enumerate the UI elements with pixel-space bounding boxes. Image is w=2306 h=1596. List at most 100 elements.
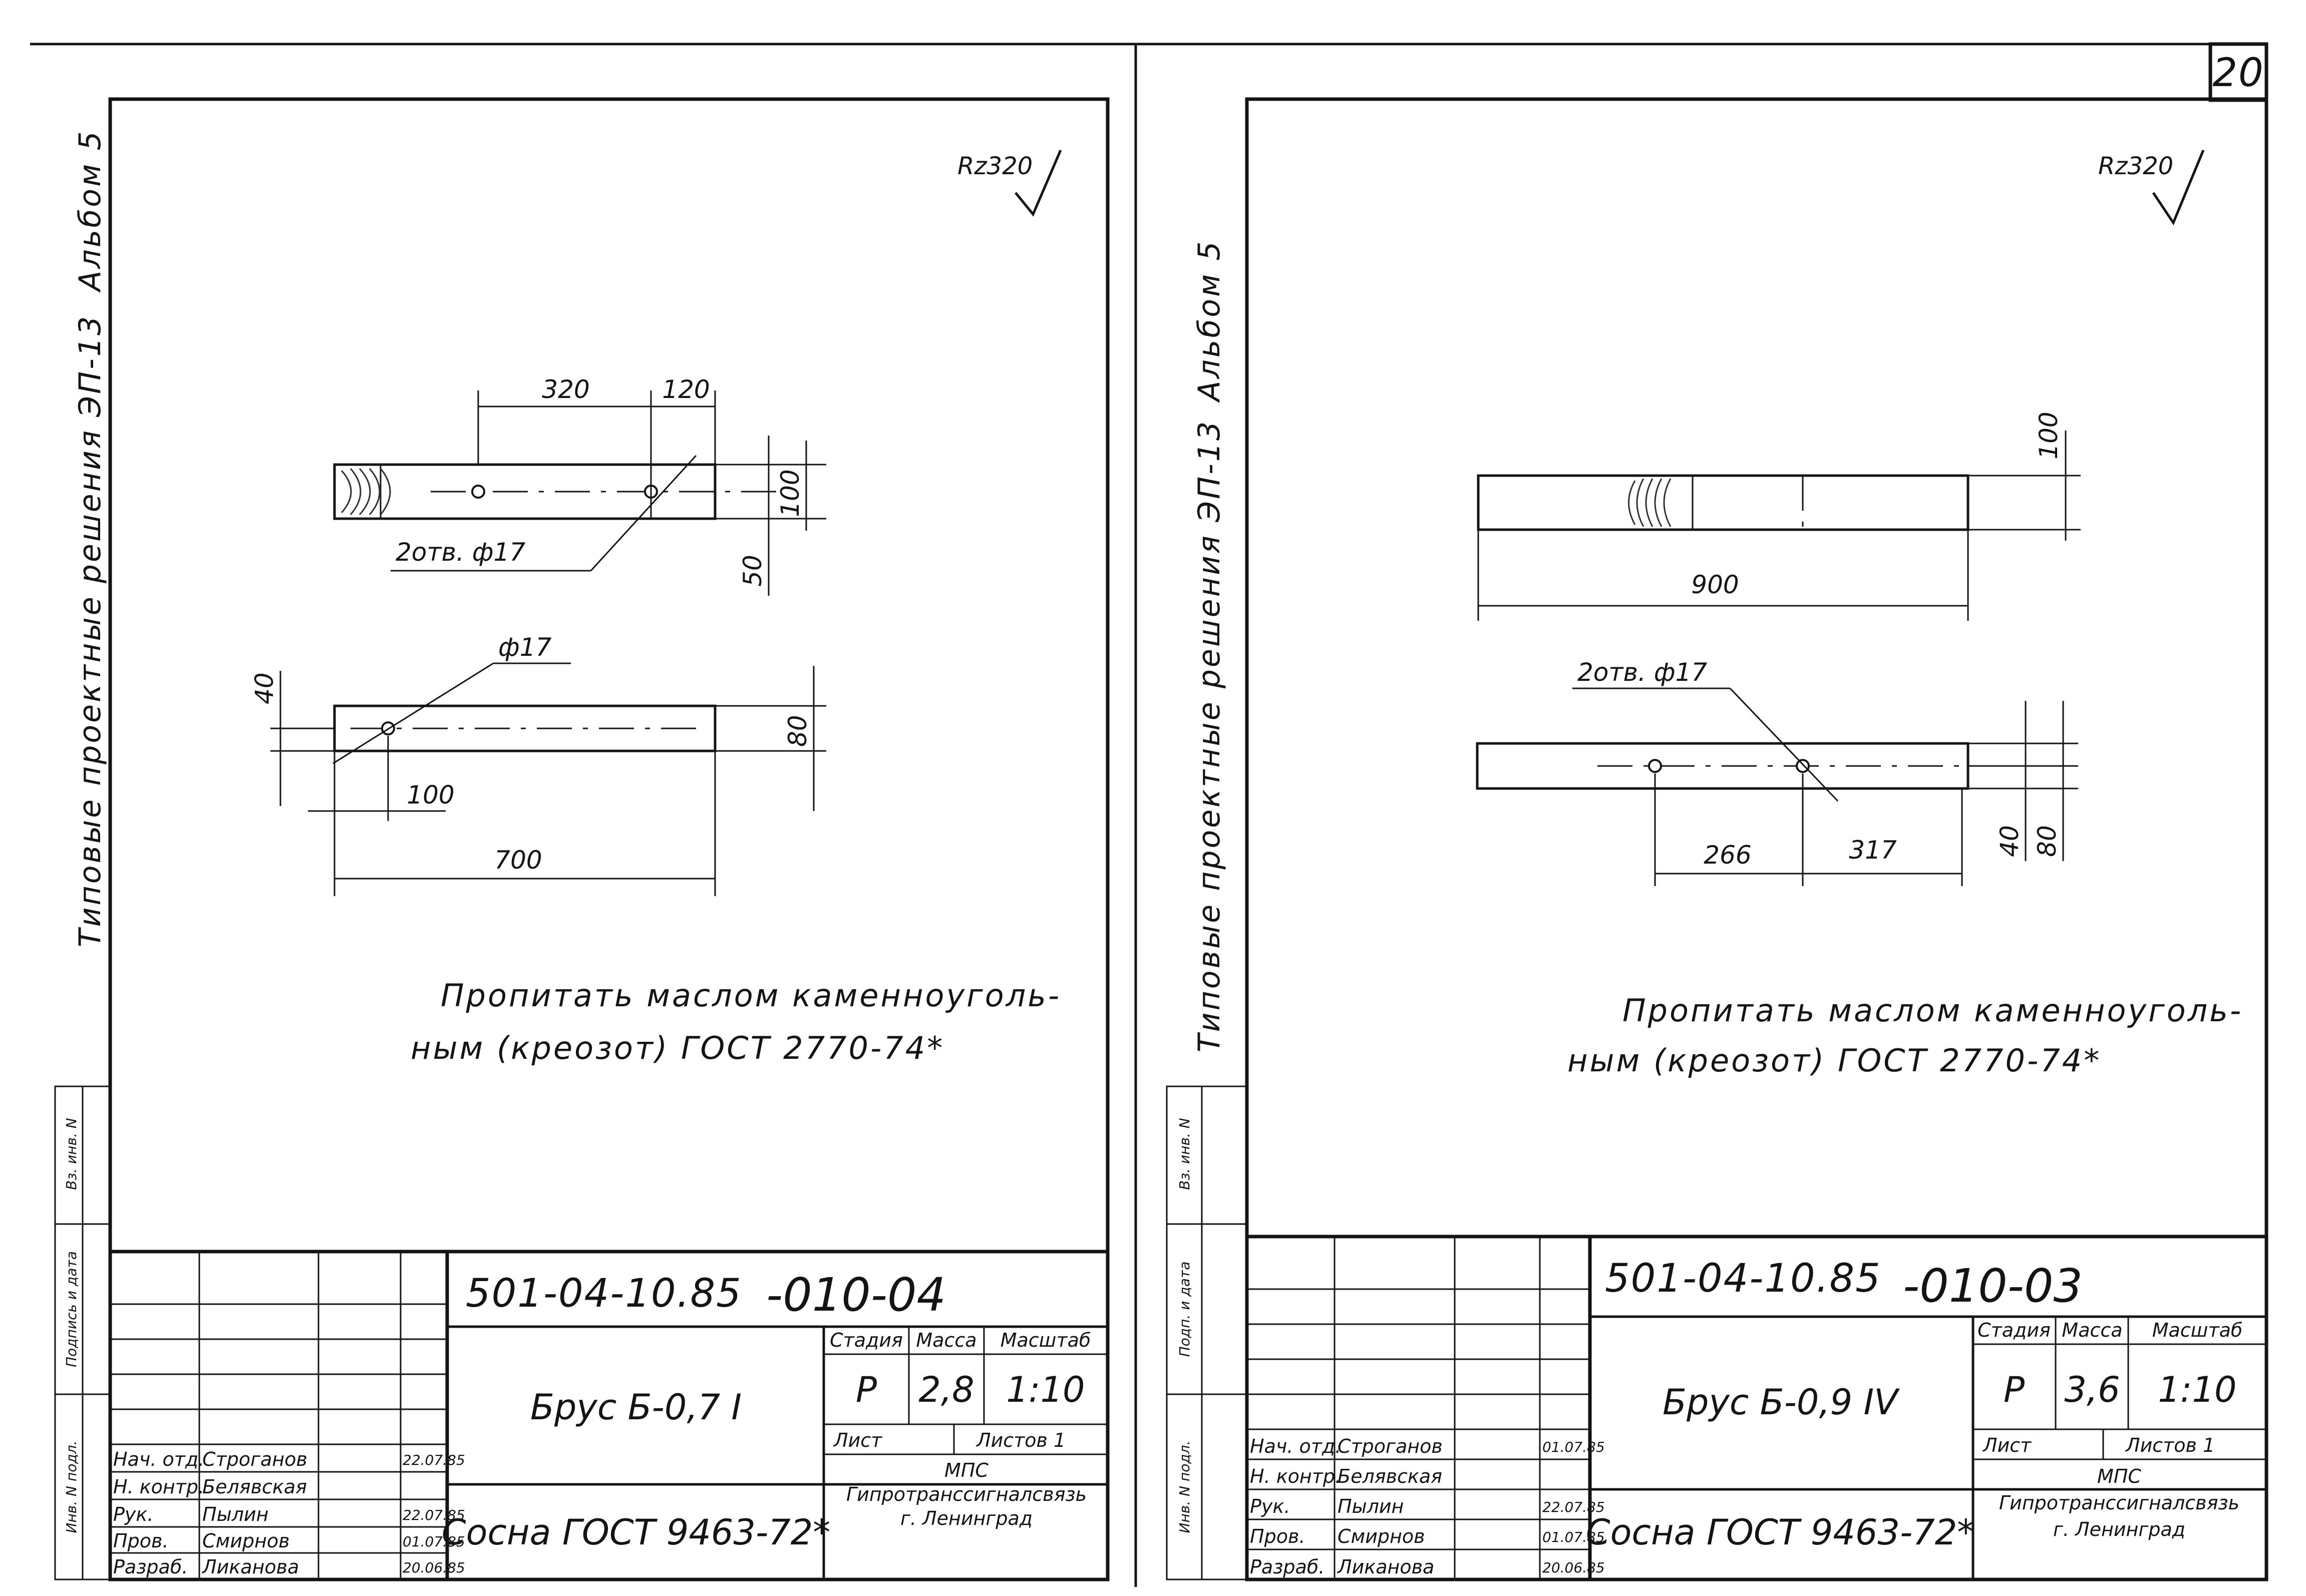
left-org-3: г. Ленинград	[900, 1507, 1033, 1529]
left-frame	[108, 97, 1110, 1581]
left-sheet-label: Лист	[833, 1429, 883, 1451]
left-staff-name-1: Строганов	[202, 1448, 307, 1470]
right-beam-side-view: 2отв. ф17 266 317 40 80	[1476, 658, 2078, 886]
left-dim-phi17: ф17	[498, 633, 552, 662]
left-dim-120: 120	[662, 375, 710, 404]
right-mass: 3,6	[2064, 1369, 2120, 1410]
left-dim-50: 50	[738, 555, 767, 587]
left-dim-100-offset: 100	[407, 780, 454, 810]
left-roughness-label: Rz320	[957, 152, 1033, 180]
right-staff-date-3: 22.07.85	[1542, 1499, 1605, 1515]
right-roughness-mark: Rz320	[2098, 150, 2205, 226]
left-staff-role-2: Н. контр.	[113, 1476, 204, 1498]
left-dim-320: 320	[542, 375, 589, 404]
right-staff-date-4: 01.07.85	[1542, 1529, 1605, 1545]
right-dim-266: 266	[1704, 841, 1751, 870]
right-inv-label-1: Инв. N подл.	[1176, 1441, 1193, 1533]
right-staff-date-1: 01.07.85	[1542, 1439, 1605, 1455]
left-staff-role-4: Пров.	[113, 1530, 168, 1552]
left-staff-date-4: 01.07.85	[403, 1533, 465, 1550]
left-side-series: Типовые проектные решения ЭП-13	[73, 314, 108, 947]
left-dim-100-height: 100	[776, 469, 805, 517]
right-staff-name-3: Пылин	[1338, 1495, 1404, 1517]
left-org-1: МПС	[944, 1459, 989, 1481]
left-sheets-label: Листов 1	[975, 1429, 1066, 1451]
right-doc-code: 501-04-10.85	[1605, 1256, 1881, 1301]
left-beam-side-view: ф17 40 80 100 700	[250, 633, 826, 896]
left-col-stage: Стадия	[830, 1329, 903, 1351]
right-sheets-label: Листов 1	[2125, 1434, 2215, 1456]
left-mass: 2,8	[918, 1369, 974, 1410]
right-col-scale: Масштаб	[2152, 1319, 2243, 1341]
right-staff-role-2: Н. контр.	[1250, 1465, 1341, 1487]
left-doc-code: 501-04-10.85	[466, 1271, 742, 1316]
right-inv-label-2: Подп. и дата	[1176, 1262, 1193, 1357]
left-scale: 1:10	[1006, 1369, 1085, 1410]
right-beam-top-view: 100 900	[1477, 412, 2081, 621]
right-scale: 1:10	[2158, 1369, 2236, 1410]
left-staff-role-5: Разраб.	[113, 1556, 188, 1578]
page-number: 20	[2212, 51, 2264, 96]
left-org-2: Гипротранссигналсвязь	[846, 1483, 1087, 1505]
left-inv-label-1: Инв. N подл.	[63, 1441, 80, 1533]
left-note-line2: ным (креозот) ГОСТ 2770-74*	[411, 1030, 944, 1066]
right-inventory-strip: Инв. N подл. Подп. и дата Вз. инв. N	[1166, 1085, 1248, 1580]
left-side-album: Альбом 5	[73, 130, 108, 293]
right-doc-code-suffix: -010-03	[1903, 1259, 2083, 1313]
left-col-scale: Масштаб	[1001, 1329, 1091, 1351]
left-doc-title: Брус Б-0,7 I	[530, 1387, 742, 1428]
right-frame	[1245, 97, 2268, 1581]
left-sheet: Типовые проектные решения ЭП-13 Альбом 5…	[54, 97, 1110, 1581]
left-staff-date-5: 20.06.85	[403, 1559, 465, 1576]
left-doc-code-suffix: -010-04	[766, 1268, 946, 1322]
right-col-mass: Масса	[2062, 1319, 2122, 1341]
right-side-album: Альбом 5	[1192, 240, 1227, 404]
right-staff-role-5: Разраб.	[1250, 1556, 1325, 1578]
left-dim-700: 700	[494, 846, 542, 875]
left-dim-holes-top: 2отв. ф17	[396, 538, 525, 567]
left-beam-top-view: 2отв. ф17 320 120 100 50	[333, 375, 826, 596]
left-staff-name-2: Белявская	[202, 1476, 307, 1498]
right-note-line1: Пропитать маслом каменноуголь-	[1622, 992, 2243, 1029]
right-material: Сосна ГОСТ 9463-72*	[1586, 1512, 1975, 1553]
right-staff-role-3: Рук.	[1250, 1495, 1290, 1517]
right-dim-80: 80	[2033, 825, 2062, 857]
right-staff-name-1: Строганов	[1338, 1435, 1443, 1457]
right-col-stage: Стадия	[1978, 1319, 2051, 1341]
right-staff-date-5: 20.06.85	[1542, 1559, 1605, 1576]
left-staff-role-3: Рук.	[113, 1503, 153, 1525]
right-sheet: Типовые проектные решения ЭП-13 Альбом 5…	[1166, 97, 2268, 1581]
right-sheet-label: Лист	[1982, 1434, 2032, 1456]
right-inv-label-3: Вз. инв. N	[1176, 1118, 1193, 1190]
left-staff-name-4: Смирнов	[202, 1530, 290, 1552]
right-org-3: г. Ленинград	[2053, 1518, 2185, 1540]
right-stage: Р	[2004, 1369, 2025, 1410]
right-staff-name-2: Белявская	[1338, 1465, 1442, 1487]
left-staff-date-3: 22.07.85	[403, 1507, 465, 1523]
right-roughness-label: Rz320	[2098, 152, 2173, 180]
left-roughness-mark: Rz320	[957, 150, 1062, 217]
right-dim-holes: 2отв. ф17	[1577, 658, 1707, 687]
left-staff-role-1: Нач. отд.	[113, 1448, 204, 1470]
right-staff-role-4: Пров.	[1250, 1525, 1305, 1547]
right-note-line2: ным (креозот) ГОСТ 2770-74*	[1567, 1042, 2101, 1079]
right-dim-40: 40	[1995, 825, 2024, 857]
left-staff-name-3: Пылин	[202, 1503, 268, 1525]
right-staff-role-1: Нач. отд.	[1250, 1435, 1341, 1457]
right-dim-100: 100	[2034, 412, 2063, 459]
left-inventory-strip: Инв. N подл. Подпись и дата Вз. инв. N	[54, 1085, 111, 1580]
left-material: Сосна ГОСТ 9463-72*	[442, 1512, 831, 1553]
left-staff-name-5: Ликанова	[201, 1556, 299, 1578]
left-title-block: Нач. отд. Строганов 22.07.85 Н. контр. Б…	[110, 1250, 1108, 1579]
left-stage: Р	[856, 1369, 877, 1410]
right-org-2: Гипротранссигналсвязь	[1999, 1492, 2239, 1514]
left-staff-date-1: 22.07.85	[403, 1452, 465, 1468]
right-staff-name-4: Смирнов	[1338, 1525, 1425, 1547]
left-inv-label-3: Вз. инв. N	[63, 1118, 80, 1190]
right-side-series: Типовые проектные решения ЭП-13	[1192, 420, 1227, 1052]
left-inv-label-2: Подпись и дата	[63, 1251, 80, 1367]
right-staff-name-5: Ликанова	[1337, 1556, 1434, 1578]
left-dim-80: 80	[783, 715, 812, 747]
right-dim-317: 317	[1849, 836, 1897, 865]
